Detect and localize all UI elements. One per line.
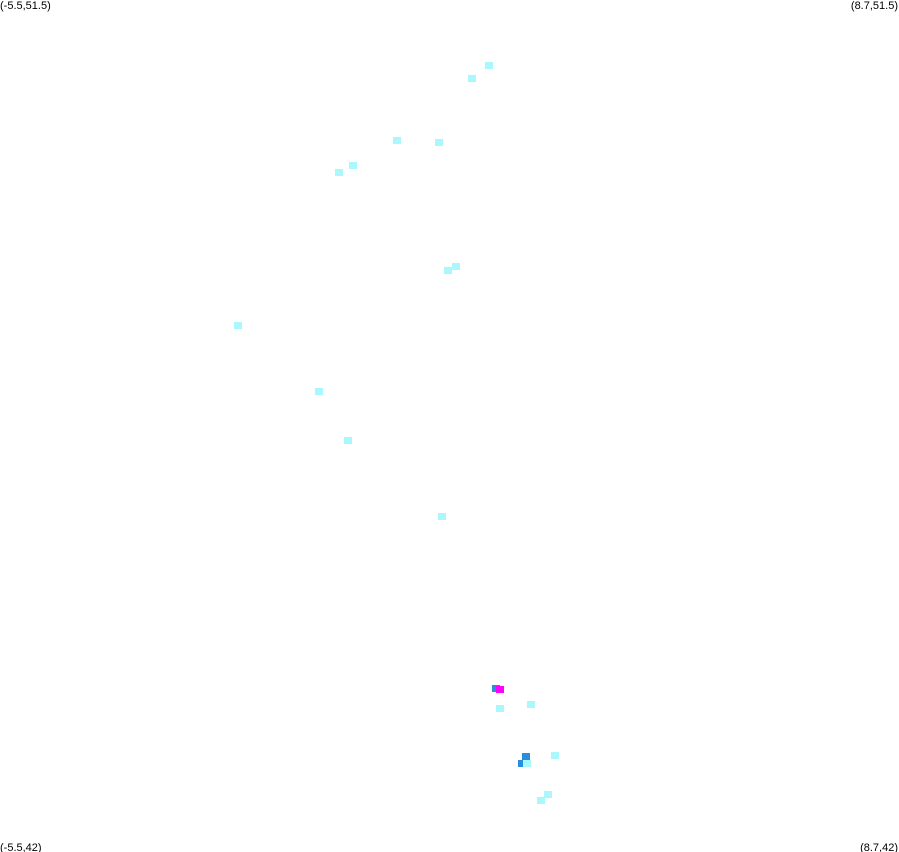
corner-label-top-right: (8.7,51.5) [850,0,898,12]
data-cell [435,139,443,146]
corner-label-top-left: (-5.5,51.5) [0,0,51,12]
data-cell [551,752,559,759]
data-cell [544,791,552,798]
data-cell [468,75,476,82]
data-cell [444,267,452,274]
data-cell [335,169,343,176]
data-cell [496,686,504,693]
data-cell [344,437,352,444]
data-cell [315,388,323,395]
corner-label-bottom-right: (8.7,42) [860,842,898,852]
data-cell [452,263,460,270]
data-cell [485,62,493,69]
data-cell [522,753,530,760]
data-cell [438,513,446,520]
data-cell [527,701,535,708]
data-cell [496,705,504,712]
data-cell [393,137,401,144]
data-cell [518,760,526,767]
data-cell [537,797,545,804]
data-cell [349,162,357,169]
corner-label-bottom-left: (-5.5,42) [0,842,42,852]
data-cell [523,760,531,767]
data-cell [234,322,242,329]
